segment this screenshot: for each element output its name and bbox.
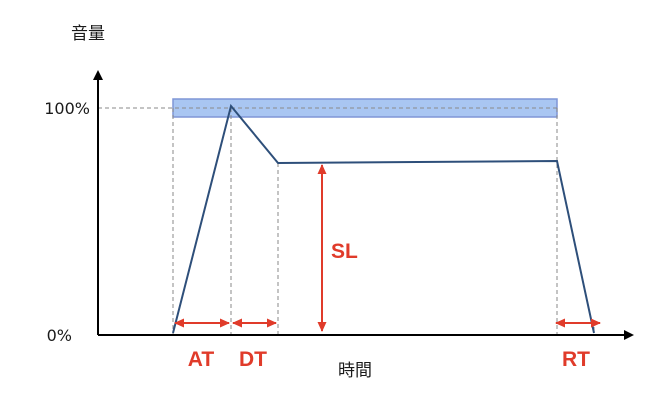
- attack-label: AT: [188, 348, 215, 371]
- decay-label: DT: [239, 348, 267, 371]
- y-axis-label: 音量: [71, 24, 105, 44]
- y-tick-100: 100%: [44, 99, 90, 118]
- envelope-line: [172, 103, 595, 334]
- y-tick-0: 0%: [47, 326, 72, 345]
- release-label: RT: [562, 348, 590, 371]
- guide-lines: [98, 107, 595, 335]
- sustain-label: SL: [331, 240, 358, 263]
- x-axis-label: 時間: [338, 361, 372, 381]
